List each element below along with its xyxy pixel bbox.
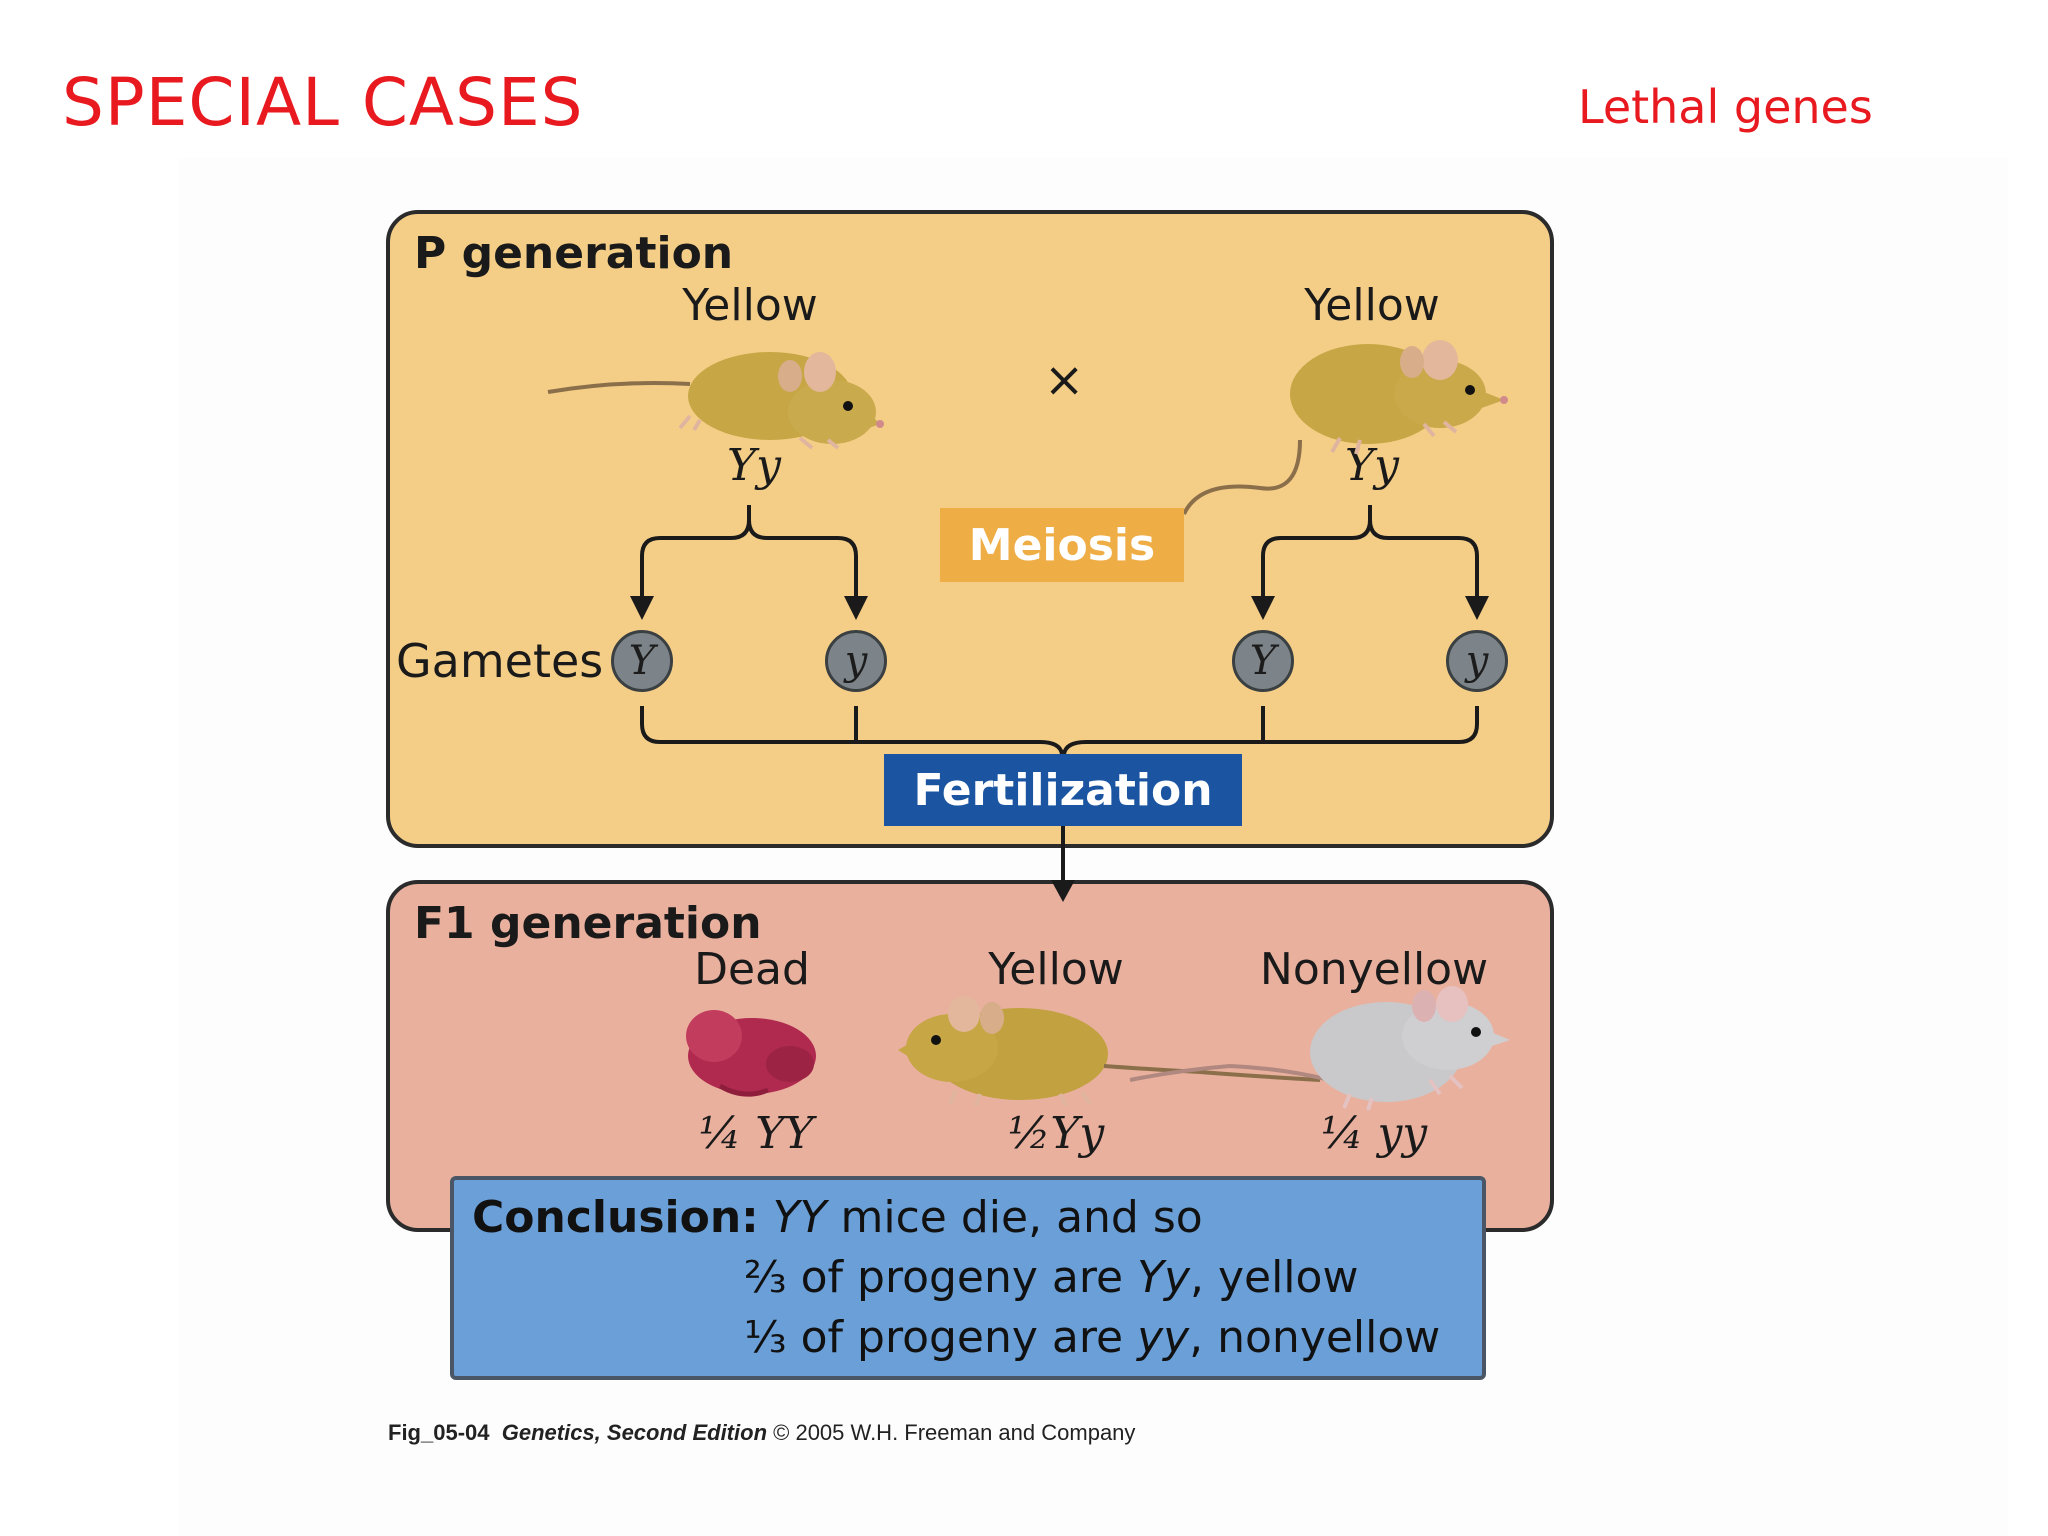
fertilization-label: Fertilization <box>884 754 1242 826</box>
meiosis-branch-left-b <box>747 519 858 598</box>
offspring-nonyellow-ratio: ¼ yy <box>1320 1108 1428 1159</box>
slide-subtitle: Lethal genes <box>1578 80 1873 134</box>
conclusion-line-1-text: mice die, and so <box>840 1192 1203 1243</box>
p-generation-heading: P generation <box>414 228 734 279</box>
parent-left-mouse <box>547 352 884 450</box>
parent-right-mouse <box>1182 340 1508 515</box>
fertilization-line-left <box>640 706 1064 755</box>
conclusion-line-2-fraction: ⅔ of progeny are <box>744 1252 1124 1303</box>
slide-title: SPECIAL CASES <box>62 64 584 141</box>
offspring-dead-phenotype: Dead <box>694 944 810 995</box>
conclusion-line-3: ⅓ of progeny are yy, nonyellow <box>744 1312 1440 1363</box>
arrowhead-4 <box>1465 596 1489 620</box>
meiosis-branch-right-a <box>1261 505 1372 598</box>
parent-left-genotype: Yy <box>727 440 781 491</box>
gamete-y-left: y <box>825 630 887 692</box>
conclusion-box: Conclusion: YY mice die, and so ⅔ of pro… <box>450 1176 1486 1380</box>
arrowhead-f1 <box>1051 880 1075 902</box>
gamete-y-right: y <box>1446 630 1508 692</box>
conclusion-line-3-fraction: ⅓ of progeny are <box>744 1312 1124 1363</box>
meiosis-branch-left-a <box>640 505 751 598</box>
dead-embryo-image <box>686 1010 816 1097</box>
f1-yellow-mouse <box>898 996 1108 1107</box>
arrowhead-2 <box>844 596 868 620</box>
offspring-yellow-phenotype: Yellow <box>988 944 1124 995</box>
gamete-Y-right: Y <box>1232 630 1294 692</box>
conclusion-line-1: Conclusion: YY mice die, and so <box>472 1192 1203 1243</box>
offspring-nonyellow-phenotype: Nonyellow <box>1259 944 1489 995</box>
conclusion-genotype-YY: YY <box>772 1192 827 1243</box>
conclusion-line-2: ⅔ of progeny are Yy, yellow <box>744 1252 1358 1303</box>
conclusion-genotype-Yy: Yy <box>1137 1252 1190 1303</box>
conclusion-line-3-text: , nonyellow <box>1189 1312 1441 1363</box>
conclusion-line-2-text: , yellow <box>1190 1252 1359 1303</box>
yellow-mouse-tail <box>1103 1064 1321 1082</box>
figure-caption: Fig_05-04 Genetics, Second Edition © 200… <box>388 1420 1135 1446</box>
meiosis-label: Meiosis <box>940 508 1184 582</box>
nonyellow-mouse-tail <box>1129 1063 1331 1082</box>
conclusion-label: Conclusion: <box>472 1192 759 1243</box>
gametes-label: Gametes <box>396 634 604 688</box>
gamete-Y-left: Y <box>611 630 673 692</box>
meiosis-branch-right-b <box>1368 519 1479 598</box>
offspring-dead-ratio: ¼ YY <box>698 1108 814 1159</box>
parent-right-genotype: Yy <box>1345 440 1399 491</box>
cross-symbol: × <box>1044 352 1085 408</box>
arrowhead-3 <box>1251 596 1275 620</box>
f1-generation-heading: F1 generation <box>414 898 762 949</box>
caption-credit: © 2005 W.H. Freeman and Company <box>773 1420 1136 1445</box>
offspring-yellow-ratio: ½Yy <box>1007 1108 1105 1159</box>
parent-left-phenotype: Yellow <box>682 280 818 331</box>
fertilization-line-right <box>1062 706 1479 755</box>
caption-book: Genetics, Second Edition <box>501 1420 768 1445</box>
caption-fig-id: Fig_05-04 <box>388 1420 490 1445</box>
parent-right-phenotype: Yellow <box>1304 280 1440 331</box>
f1-nonyellow-mouse <box>1310 986 1510 1111</box>
arrowhead-1 <box>630 596 654 620</box>
conclusion-genotype-yy: yy <box>1137 1312 1190 1363</box>
